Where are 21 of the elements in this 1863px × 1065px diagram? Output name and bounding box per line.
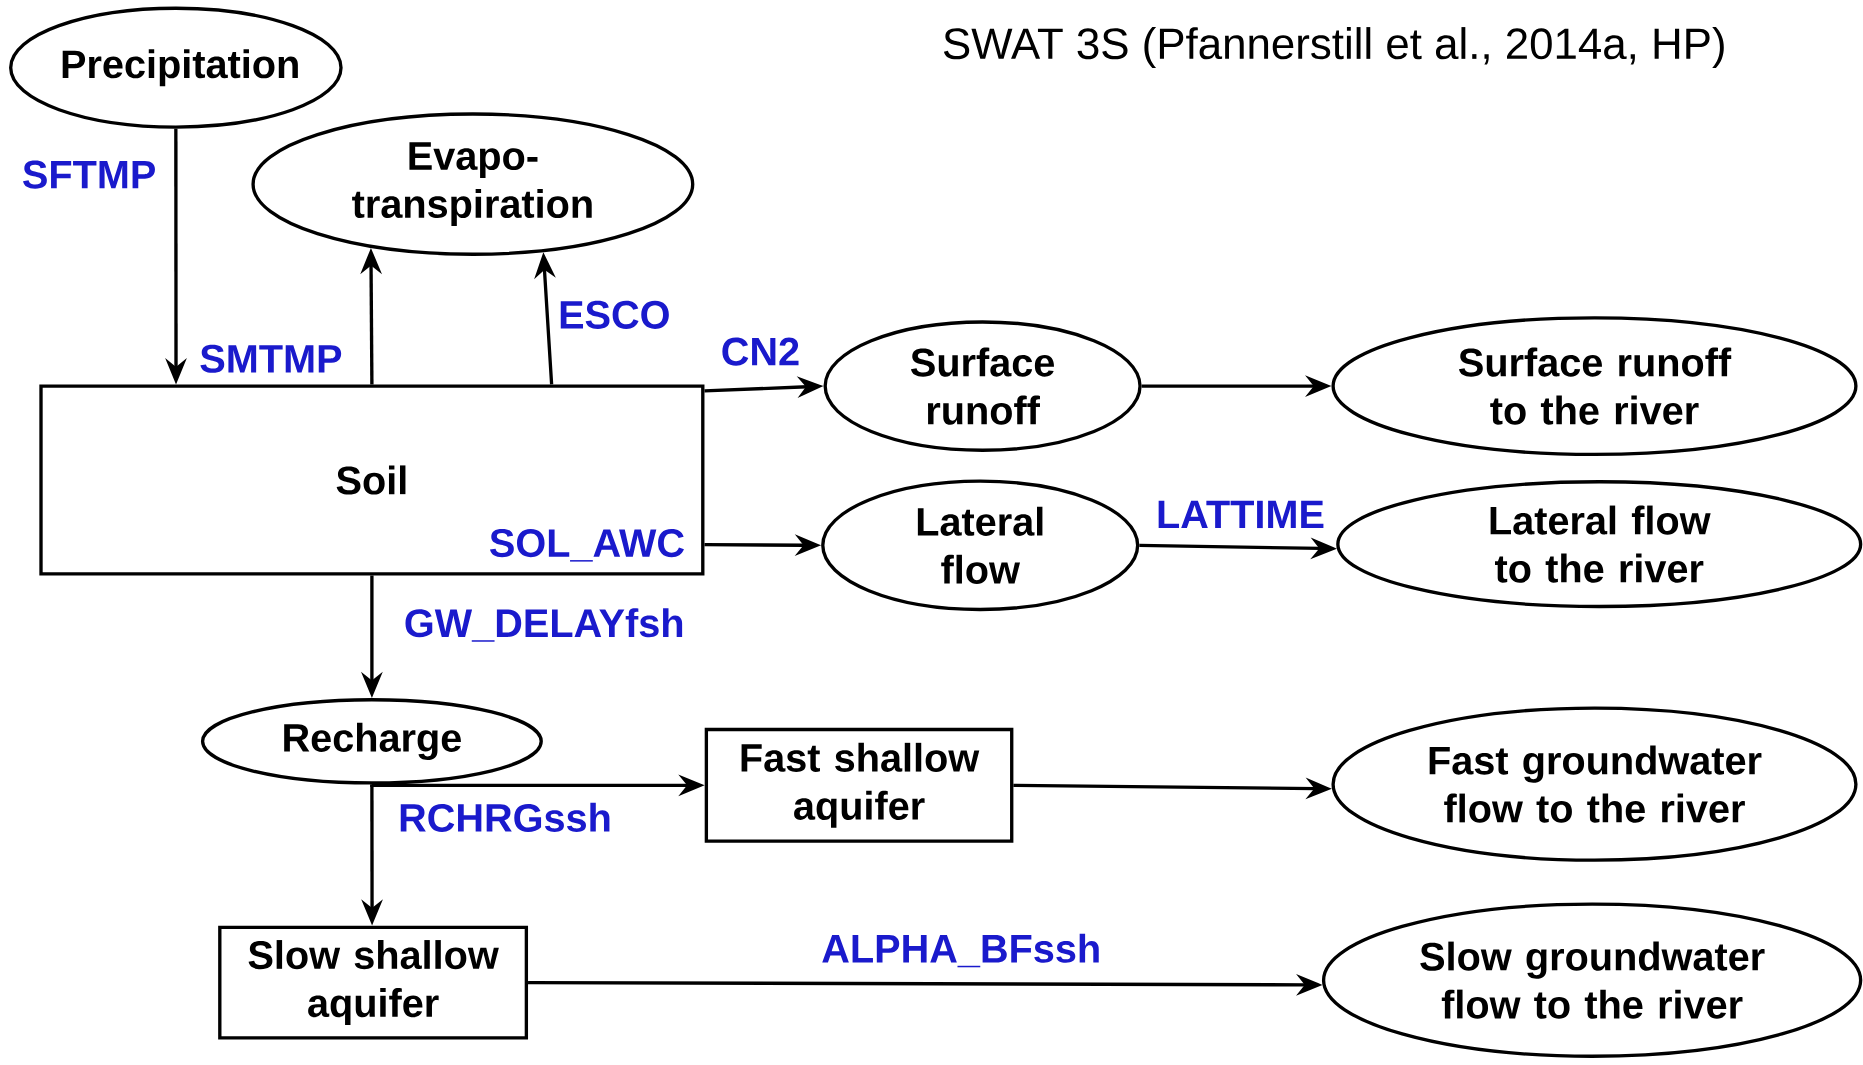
edge-label: SOL_AWC [484,525,690,566]
ellipse-node: Evapo-transpiration [251,112,695,257]
ellipse-node: Recharge [200,698,543,785]
parameter-label: SMTMP [200,344,342,374]
ellipse-node: Surface runoff to the river [1331,316,1858,457]
process-box: Fast shallow aquifer [704,728,1014,844]
edge-label: SFTMP [17,156,161,194]
edge-label: ESCO [553,296,675,334]
title: SWAT 3S (Pfannerstill et al., 2014a, HP) [943,27,1724,69]
edge-label: LATTIME [1151,496,1330,533]
edge-label: GW_DELAYfsh [399,604,689,647]
edge-label: CN2 [716,333,805,371]
edge-label: RCHRGssh [393,798,617,837]
process-box: Slow shallow aquifer [218,925,529,1040]
ellipse-node: Lateral flow to the river [1336,480,1863,609]
ellipse-node: Slow groundwater flow to the river [1321,902,1863,1059]
ellipse-node: Precipitation [9,6,343,129]
ellipse-node: Fast groundwater flow to the river [1331,706,1858,863]
ellipse-node: Surface runoff [823,320,1142,453]
edge-label: ALPHA_BFssh [817,929,1106,972]
ellipse-node: Lateral flow [821,479,1140,612]
